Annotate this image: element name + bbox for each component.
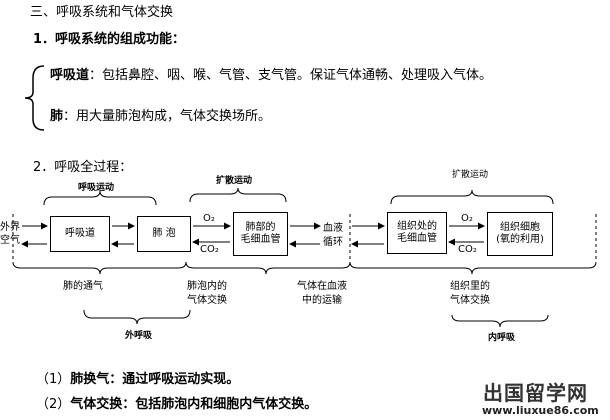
o2-left-label: O₂ xyxy=(203,213,215,224)
lung-definition: 肺：用大量肺泡构成，气体交换场所。 xyxy=(50,110,271,123)
tissue-cells-box: 组织细胞 (氧的利用) xyxy=(487,212,553,256)
note-1-term: 肺换气 xyxy=(70,372,110,387)
watermark-url: www.liuxue86.com xyxy=(482,404,599,417)
note-2-text: ：包括肺泡内和细胞内气体交换。 xyxy=(122,397,318,412)
breathing-movement-label: 呼吸运动 xyxy=(78,183,115,193)
co2-left-label: CO₂ xyxy=(200,244,219,255)
diffusion-right-label: 扩散运动 xyxy=(452,170,489,180)
watermark-title: 出国留学网 xyxy=(483,381,588,405)
part2-heading: 2．呼吸全过程： xyxy=(33,160,133,175)
alveolar-exchange-label: 肺泡内的 气体交换 xyxy=(187,281,227,306)
note-1: （1）肺换气：通过呼吸运动实现。 xyxy=(36,373,239,386)
diffusion-left-label: 扩散运动 xyxy=(216,176,253,186)
lung-capillaries-label: 肺部的 毛细血管 xyxy=(240,221,281,246)
note-2-term: 气体交换 xyxy=(70,397,123,412)
airway-box-label: 呼吸道 xyxy=(65,227,95,239)
part1-heading: 1．呼吸系统的组成功能： xyxy=(33,32,186,47)
alveoli-box-label: 肺 泡 xyxy=(152,227,176,239)
note-1-num: （1） xyxy=(36,372,71,387)
lung-term: 肺 xyxy=(50,109,64,124)
lung-capillaries-box: 肺部的 毛细血管 xyxy=(233,212,288,256)
outside-air-label: 外界 空气 xyxy=(0,222,20,246)
note-2-num: （2） xyxy=(36,397,71,412)
external-respiration-label: 外呼吸 xyxy=(125,331,153,341)
tissue-capillaries-box: 组织处的 毛细血管 xyxy=(387,212,447,254)
airway-term: 呼吸道 xyxy=(50,68,90,83)
lung-text: ：用大量肺泡构成，气体交换场所。 xyxy=(63,109,272,124)
o2-right-label: O₂ xyxy=(461,213,473,224)
section-title: 三、呼吸系统和气体交换 xyxy=(30,5,174,20)
blood-circulation-label: 血液 循环 xyxy=(323,223,343,248)
blood-transport-label: 气体在血液 中的运输 xyxy=(297,281,347,306)
airway-box: 呼吸道 xyxy=(50,216,110,252)
tissue-capillaries-label: 组织处的 毛细血管 xyxy=(397,220,437,245)
note-1-text: ：通过呼吸运动实现。 xyxy=(109,372,240,387)
internal-respiration-label: 内呼吸 xyxy=(488,333,516,343)
co2-right-label: CO₂ xyxy=(458,244,477,255)
tissue-exchange-label: 组织里的 气体交换 xyxy=(450,281,490,306)
alveoli-box: 肺 泡 xyxy=(137,216,191,252)
note-2: （2）气体交换：包括肺泡内和细胞内气体交换。 xyxy=(36,398,317,411)
airway-definition: 呼吸道：包括鼻腔、咽、喉、气管、支气管。保证气体通畅、处理吸入气体。 xyxy=(50,69,492,82)
tissue-cells-label: 组织细胞 (氧的利用) xyxy=(496,221,544,246)
airway-text: ：包括鼻腔、咽、喉、气管、支气管。保证气体通畅、处理吸入气体。 xyxy=(89,68,493,83)
lung-ventilation-label: 肺的通气 xyxy=(63,281,103,292)
